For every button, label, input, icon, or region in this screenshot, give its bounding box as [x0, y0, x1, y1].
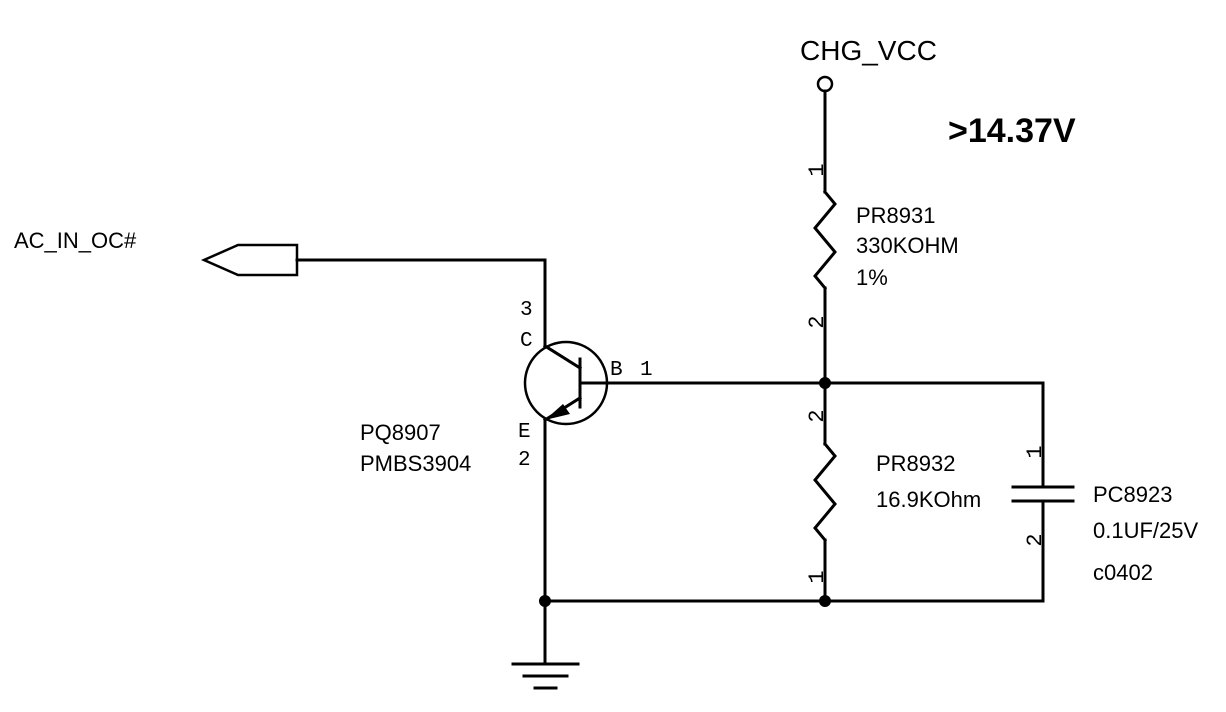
junction-dot-ground-right: [819, 595, 831, 607]
pq8907-pin2-label: 2: [518, 449, 531, 472]
pr8932-value: 16.9KOhm: [876, 487, 981, 512]
pr8931-pin2-label: 2: [805, 315, 830, 328]
threshold-voltage-annotation: >14.37V: [948, 112, 1076, 150]
chg-vcc-net-label: CHG_VCC: [800, 35, 937, 66]
pr8931-value: 330KOHM: [856, 233, 959, 258]
junction-dot-ground-left: [539, 595, 551, 607]
pr8931-tolerance: 1%: [856, 265, 888, 290]
pc8923-package: c0402: [1093, 560, 1153, 585]
pr8931-pin1-label: 1: [805, 163, 830, 176]
resistor-pr8931: [813, 189, 837, 385]
pq8907-ref: PQ8907: [360, 420, 441, 445]
pc8923-ref: PC8923: [1093, 482, 1173, 507]
pc8923-pin2-label: 2: [1023, 533, 1048, 546]
pq8907-part: PMBS3904: [360, 451, 471, 476]
pq8907-collector-label: C: [520, 330, 533, 353]
ac-in-oc-net-label: AC_IN_OC#: [14, 228, 137, 253]
resistor-pr8932: [813, 381, 837, 603]
ac-in-oc-port: [200, 243, 547, 348]
pq8907-pin1-label: 1: [640, 359, 653, 382]
pq8907-base-label: B: [610, 359, 623, 382]
pr8932-ref: PR8932: [876, 451, 956, 476]
pr8932-pin2-label: 2: [805, 409, 830, 422]
npn-transistor-pq8907: [523, 340, 610, 426]
chg-vcc-power-port: [816, 75, 834, 194]
pc8923-value: 0.1UF/25V: [1093, 518, 1198, 543]
pq8907-pin3-label: 3: [520, 299, 533, 322]
pr8931-ref: PR8931: [856, 203, 936, 228]
capacitor-pc8923: [1011, 381, 1075, 603]
ground-icon: [511, 662, 580, 690]
pr8932-pin1-label: 1: [805, 570, 830, 583]
pc8923-pin1-label: 1: [1023, 445, 1048, 458]
pq8907-emitter-label: E: [518, 421, 531, 444]
